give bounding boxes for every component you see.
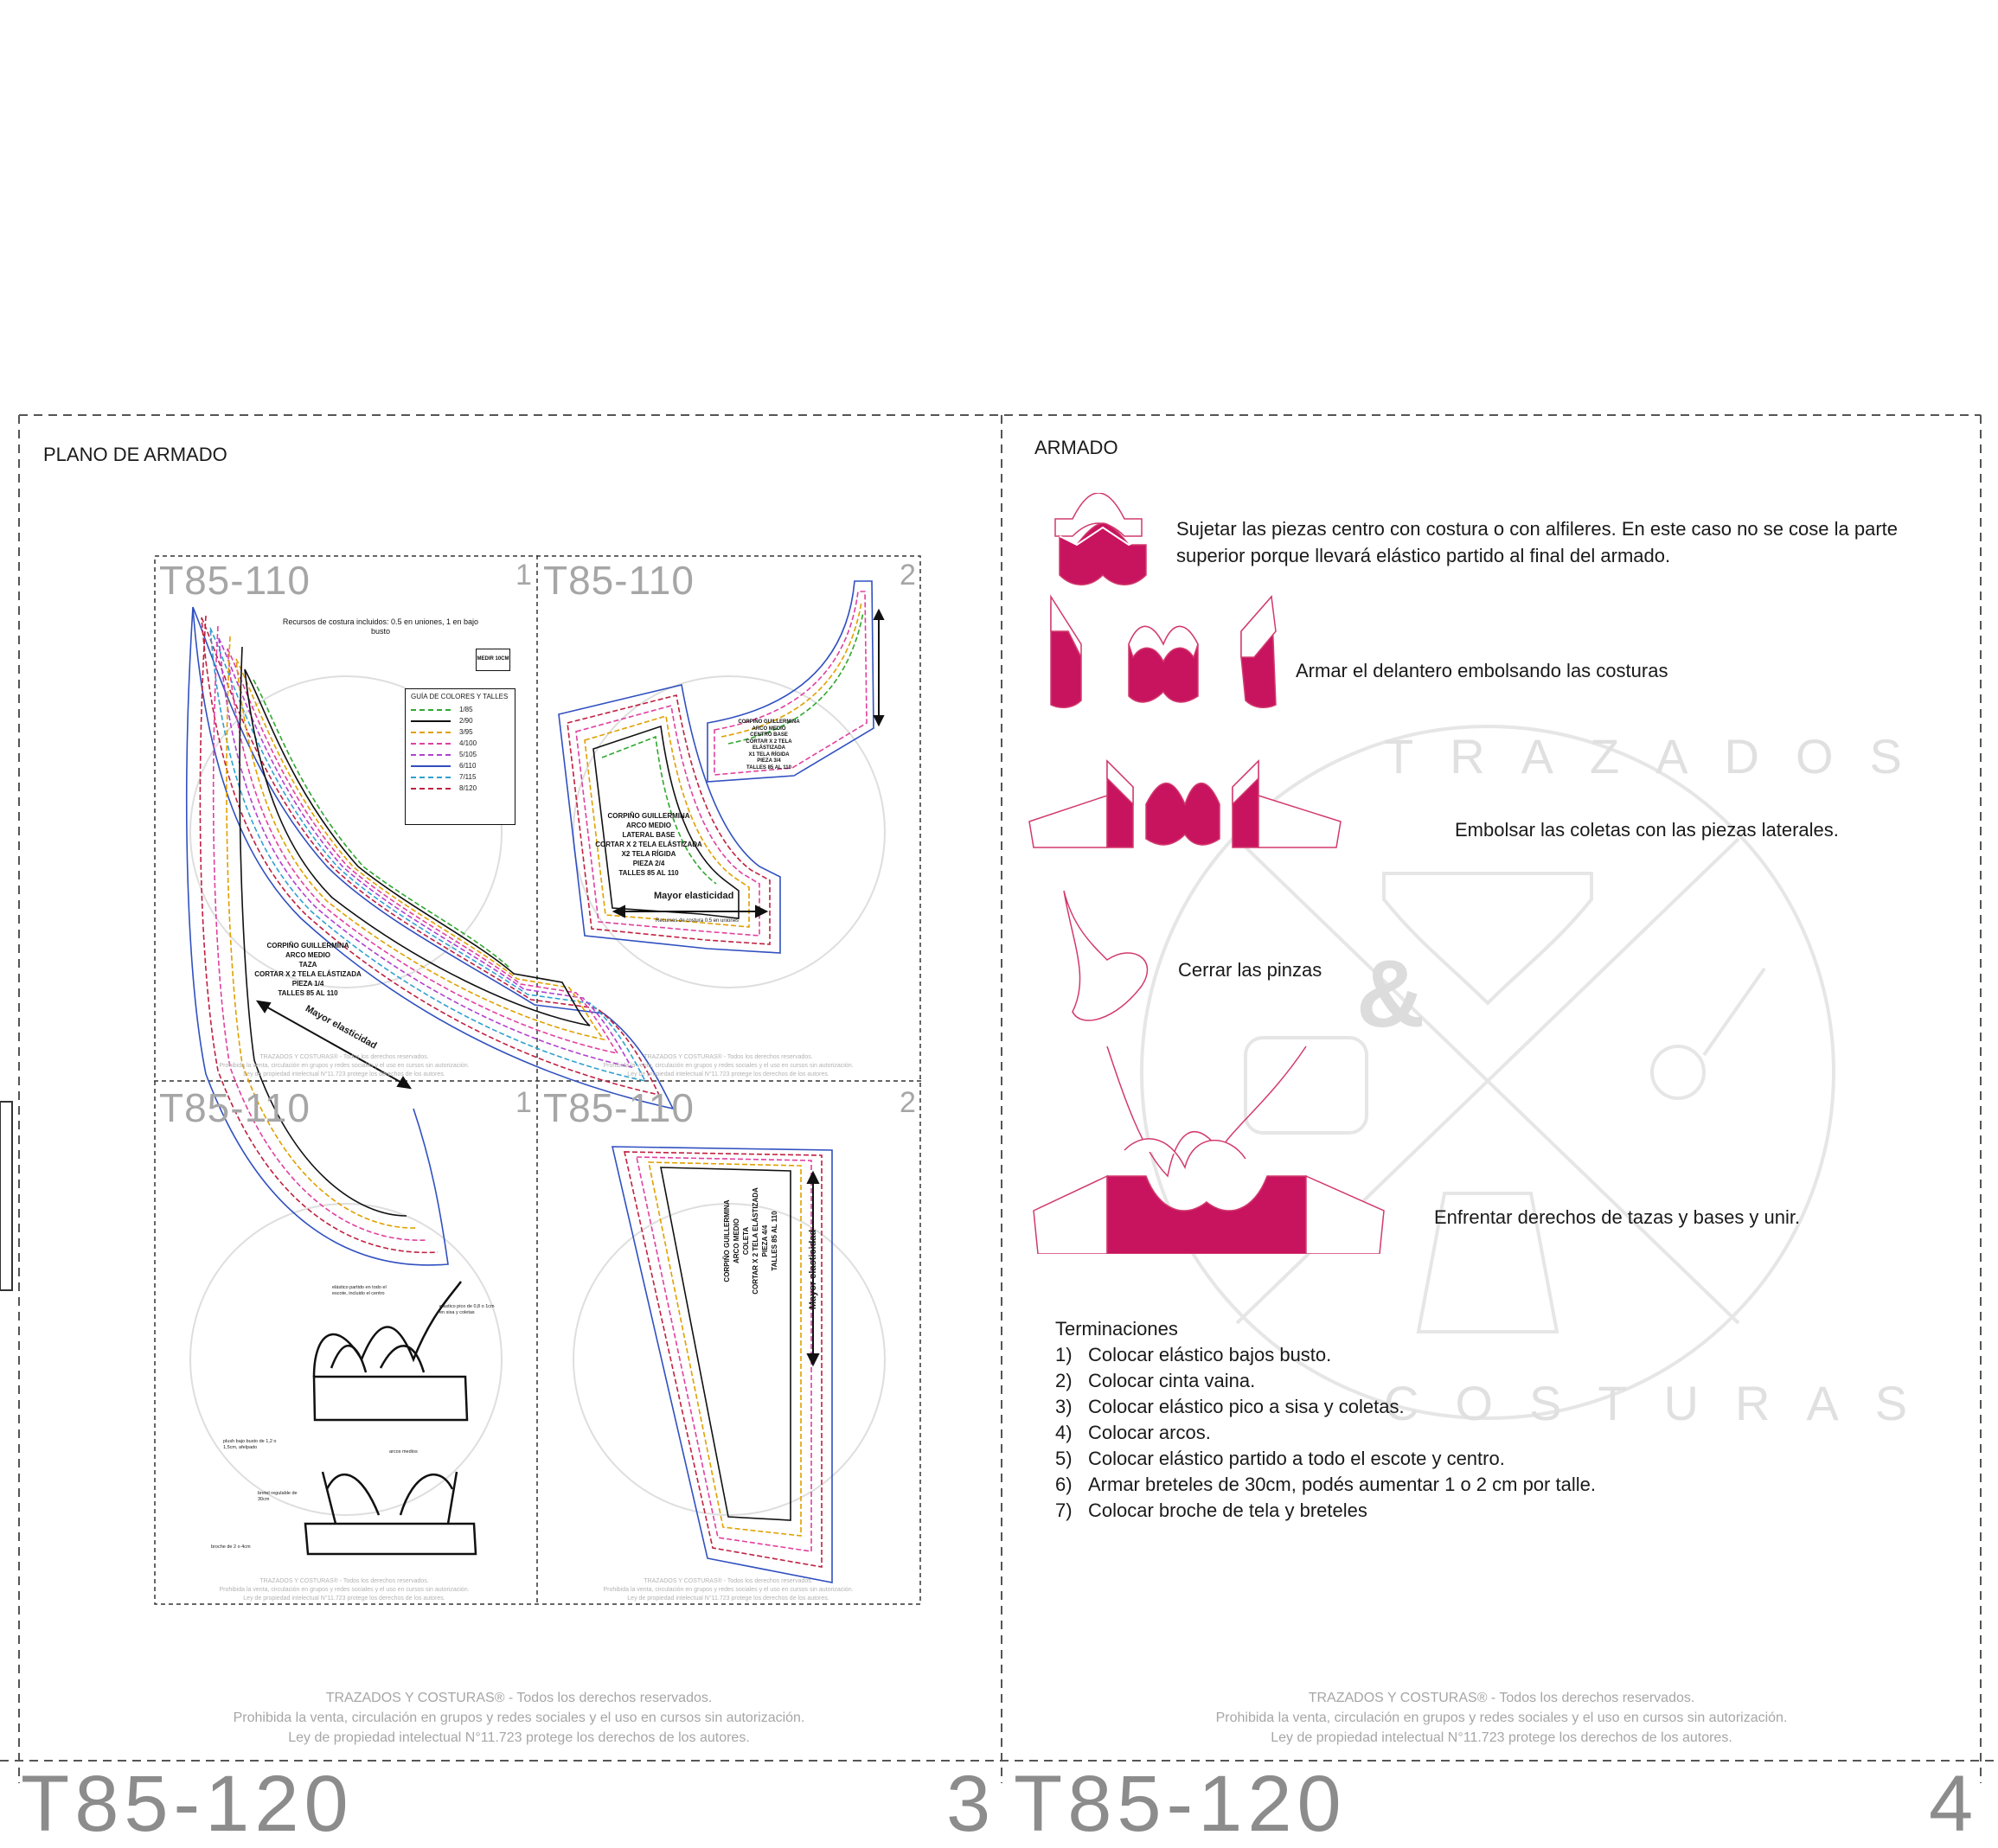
- bra-note: elástico pico de 0,8 o 1cm en sisa y col…: [439, 1304, 495, 1315]
- watermark-top-word: TRAZADOS: [1384, 729, 1938, 783]
- bra-note: arcos medios: [389, 1449, 418, 1455]
- step-4-text: Cerrar las pinzas: [1178, 959, 1322, 981]
- tile-code-3: T85-110: [159, 1085, 311, 1130]
- legend-item: 5/105: [459, 751, 477, 758]
- tile-code-1: T85-110: [159, 558, 311, 603]
- step-3-text: Embolsar las coletas con las piezas late…: [1455, 819, 1839, 841]
- tile-number-1: 1: [516, 559, 532, 591]
- legend-item: 1/85: [459, 706, 473, 713]
- left-panel-title: PLANO DE ARMADO: [43, 444, 227, 465]
- left-legal: TRAZADOS Y COSTURAS® - Todos los derecho…: [233, 1691, 805, 1745]
- bra-note: elástico partido en todo el escote, incl…: [332, 1285, 387, 1296]
- elasticity-label-lateral: Mayor elasticidad: [654, 891, 734, 901]
- seam-small-label: Recursos de costura 0.5 en uniones: [656, 918, 740, 924]
- list-item: 2)Colocar cinta vaina.: [1055, 1370, 1256, 1391]
- watermark-ampersand: &: [1356, 941, 1425, 1047]
- size-color-legend: GUÍA DE COLORES Y TALLES 1/85 2/90 3/95 …: [405, 688, 516, 825]
- tile-number-2: 2: [900, 559, 916, 591]
- label-lateral: CORPIÑO GUILLERMINA ARCO MEDIO LATERAL B…: [595, 812, 702, 877]
- legend-item: 7/115: [459, 773, 477, 781]
- elasticity-label-coleta: Mayor elasticidad: [808, 1229, 819, 1310]
- bra-note: broche de 2 o 4cm: [211, 1544, 251, 1550]
- list-item: 4)Colocar arcos.: [1055, 1422, 1211, 1443]
- tile-number-3: 1: [516, 1086, 532, 1119]
- tile-code-2: T85-110: [543, 558, 695, 603]
- bottom-number-left: 3: [946, 1760, 996, 1848]
- tile-legal: TRAZADOS Y COSTURAS® - Todos los derecho…: [603, 1578, 854, 1602]
- terminaciones-title: Terminaciones: [1055, 1318, 1178, 1340]
- legend-item: 4/100: [459, 739, 477, 747]
- pattern-sheet: T85-110 1 T85-110 2 T85-110 1 T85-110 2 …: [154, 555, 921, 1605]
- seam-note: Recursos de costura incluidos: 0.5 en un…: [282, 617, 479, 636]
- bra-note: bretel regulable de 30cm: [258, 1491, 298, 1502]
- legend-item: 6/110: [459, 762, 477, 770]
- legend-item: 2/90: [459, 717, 473, 725]
- legend-item: 8/120: [459, 784, 477, 792]
- legend-item: 3/95: [459, 728, 473, 736]
- legend-title: GUÍA DE COLORES Y TALLES: [411, 693, 509, 700]
- right-legal: TRAZADOS Y COSTURAS® - Todos los derecho…: [1215, 1691, 1788, 1745]
- watermark-bottom-word: COSTURAS: [1384, 1376, 1944, 1430]
- bottom-code-right: T85-120: [1014, 1760, 1347, 1848]
- tile-code-4: T85-110: [543, 1085, 695, 1130]
- tile-number-4: 2: [900, 1086, 916, 1119]
- right-panel-title: ARMADO: [1034, 437, 1118, 458]
- list-item: 1)Colocar elástico bajos busto.: [1055, 1344, 1332, 1365]
- bottom-number-right: 4: [1929, 1760, 1979, 1848]
- step-2-text: Armar el delantero embolsando las costur…: [1296, 660, 1668, 681]
- step-5-text: Enfrentar derechos de tazas y bases y un…: [1434, 1206, 1801, 1228]
- bottom-code-left: T85-120: [21, 1760, 354, 1848]
- list-item: 5)Colocar elástico partido a todo el esc…: [1055, 1448, 1505, 1469]
- tile-legal: TRAZADOS Y COSTURAS® - Todos los derecho…: [219, 1054, 470, 1077]
- page-frame: [0, 414, 1998, 1783]
- pattern-drawing: [154, 555, 921, 1605]
- list-item: 7)Colocar broche de tela y breteles: [1055, 1500, 1367, 1521]
- label-centro: CORPIÑO GUILLERMINA ARCO MEDIO CENTRO BA…: [738, 719, 800, 771]
- step-illustrations: [1028, 493, 1385, 1254]
- label-coleta: CORPIÑO GUILLERMINA ARCO MEDIO COLETA CO…: [723, 1187, 778, 1295]
- label-taza: CORPIÑO GUILLERMINA ARCO MEDIO TAZA CORT…: [254, 942, 362, 997]
- tile-legal: TRAZADOS Y COSTURAS® - Todos los derecho…: [603, 1054, 854, 1077]
- step-1-text: Sujetar las piezas centro con costura o …: [1176, 518, 1899, 566]
- terminaciones-list: Terminaciones 1)Colocar elástico bajos b…: [1055, 1316, 1834, 1524]
- tile-legal: TRAZADOS Y COSTURAS® - Todos los derecho…: [219, 1578, 470, 1602]
- list-item: 3)Colocar elástico pico a sisa y coletas…: [1055, 1396, 1405, 1417]
- list-item: 6)Armar breteles de 30cm, podés aumentar…: [1055, 1474, 1596, 1495]
- medir-box: MEDIR 10CM: [476, 649, 510, 671]
- bra-note: plush bajo busto de 1,2 o 1,5cm, afelpad…: [223, 1439, 277, 1450]
